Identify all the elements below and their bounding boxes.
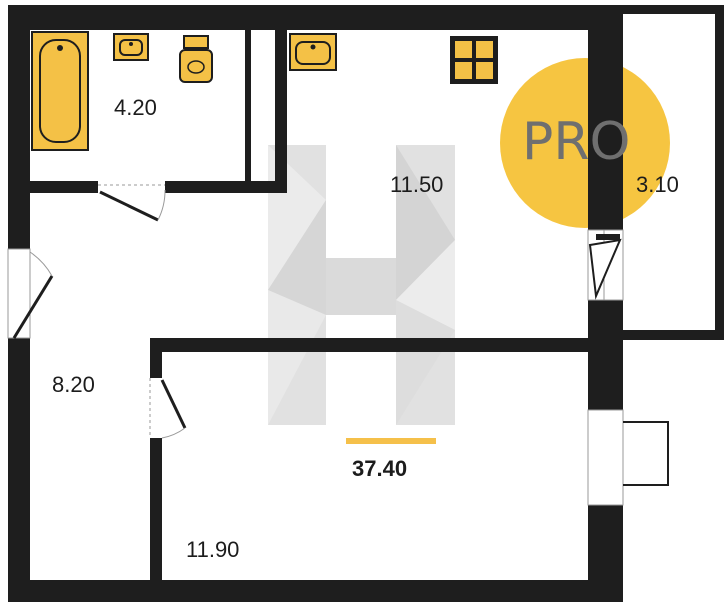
walls [8,5,724,602]
bathtub-icon [31,31,89,151]
pro-badge-circle [500,58,670,228]
sink-icon [113,33,149,61]
balcony-area-label: 3.10 [636,172,679,197]
toilet-icon [179,35,213,83]
door-swing-icon [12,181,669,486]
total-area-label: 37.40 [352,456,408,481]
sink-icon [289,33,337,71]
bathroom-area-label: 4.20 [114,95,157,120]
total-area-underline [346,438,436,444]
kitchen-area-label: 11.50 [390,172,444,197]
hall-area-label: 8.20 [52,372,95,397]
bedroom-area-label: 11.90 [186,537,240,562]
pro-badge-label: PRO [522,112,631,172]
stove-icon [450,36,498,84]
